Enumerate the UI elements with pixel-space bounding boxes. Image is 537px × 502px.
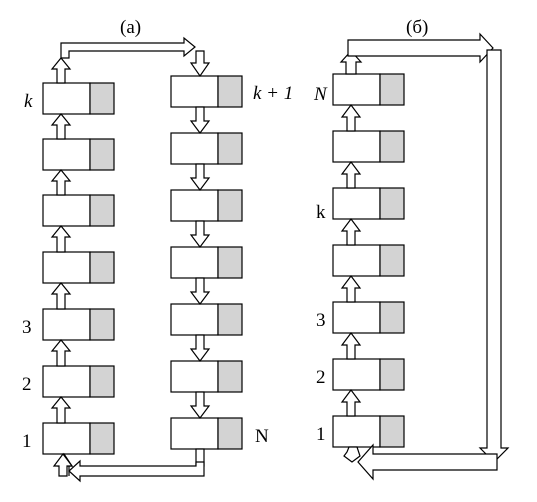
- list-node: [332, 244, 405, 277]
- list-node: [42, 82, 115, 115]
- top-connector-arrow: [50, 36, 211, 84]
- list-node: [332, 358, 405, 391]
- list-node: [170, 303, 243, 336]
- list-node: [170, 417, 243, 450]
- list-node: [42, 138, 115, 171]
- panel-a: (а) 1 2 3 k k + 1 N: [22, 17, 293, 483]
- list-node: [170, 189, 243, 222]
- node-label-N: N: [255, 426, 269, 447]
- list-node: [42, 365, 115, 398]
- list-node: [42, 194, 115, 227]
- node-label-k-plus-1: k + 1: [253, 83, 293, 104]
- up-arrows: [50, 113, 72, 424]
- node-label-2: 2: [316, 367, 326, 388]
- list-node: [170, 75, 243, 108]
- down-arrows: [189, 106, 211, 419]
- list-node: [332, 301, 405, 334]
- node-label-3: 3: [22, 317, 32, 338]
- list-node: [170, 246, 243, 279]
- list-node: [170, 360, 243, 393]
- up-arrows: [340, 104, 362, 417]
- list-node: [42, 422, 115, 455]
- panel-a-left-column: [42, 82, 115, 455]
- bottom-connector-arrow: [52, 448, 205, 483]
- node-label-N: N: [313, 84, 328, 105]
- list-node: [42, 251, 115, 284]
- panel-a-title: (а): [120, 17, 141, 38]
- list-node: [42, 308, 115, 341]
- list-node: [332, 130, 405, 163]
- panel-b-title: (б): [406, 17, 428, 38]
- node-label-k: k: [24, 91, 33, 112]
- list-node: [332, 73, 405, 106]
- panel-b: (б) 1 2 3 k N: [313, 17, 510, 481]
- list-node: [170, 132, 243, 165]
- node-label-k: k: [316, 202, 326, 223]
- panel-a-right-column: [170, 75, 243, 450]
- node-label-3: 3: [316, 310, 326, 331]
- list-node: [332, 415, 405, 448]
- node-label-1: 1: [22, 431, 32, 452]
- node-label-2: 2: [22, 374, 32, 395]
- node-label-1: 1: [316, 424, 326, 445]
- return-loop-arrow: [339, 32, 510, 481]
- list-node: [332, 187, 405, 220]
- panel-b-column: [332, 73, 405, 448]
